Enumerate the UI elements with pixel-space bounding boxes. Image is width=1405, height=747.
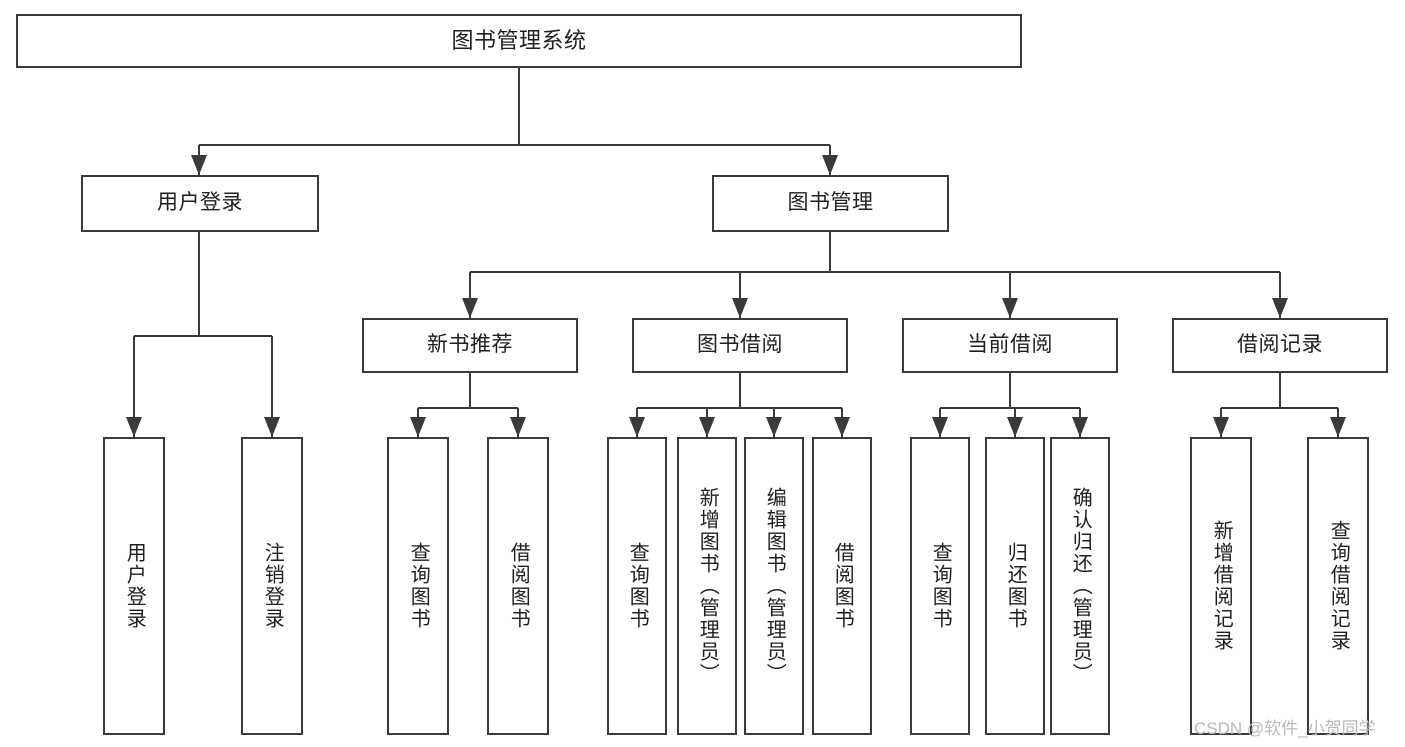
arrowhead-book-management-to-level2-3 [1272,298,1288,318]
node-label-leaf-logout: 注销登录 [261,542,284,630]
node-leaf-user-login[interactable]: 用户登录 [103,437,165,735]
node-label-leaf-user-login: 用户登录 [123,542,146,630]
arrowhead-root-to-level1-1 [822,155,838,175]
arrowhead-book-borrow-to-leaves-1 [699,417,715,437]
arrowhead-book-borrow-to-leaves-3 [834,417,850,437]
node-book-borrow[interactable]: 图书借阅 [632,318,848,373]
node-new-book-recommend[interactable]: 新书推荐 [362,318,578,373]
node-label-leaf-query-book-3: 查询图书 [929,542,952,630]
node-leaf-borrow-book-1[interactable]: 借阅图书 [487,437,549,735]
arrowhead-book-borrow-to-leaves-0 [629,417,645,437]
node-label-user-login: 用户登录 [157,191,243,215]
node-label-book-management: 图书管理 [787,191,874,215]
node-root[interactable]: 图书管理系统 [16,14,1022,68]
arrowhead-borrow-record-to-leaves-1 [1330,417,1346,437]
node-label-leaf-return-book: 归还图书 [1004,542,1027,630]
node-label-leaf-query-book-1: 查询图书 [407,542,430,630]
node-book-management[interactable]: 图书管理 [712,175,949,232]
node-label-leaf-add-book: 新增图书（管理员） [696,487,719,685]
node-label-leaf-edit-book: 编辑图书（管理员） [763,487,786,685]
arrowhead-book-borrow-to-leaves-2 [766,417,782,437]
node-label-leaf-borrow-book-1: 借阅图书 [507,542,530,630]
arrowhead-user-login-to-leaves-0 [126,417,142,437]
arrowhead-current-borrow-to-leaves-1 [1007,417,1023,437]
node-borrow-record[interactable]: 借阅记录 [1172,318,1388,373]
arrowhead-current-borrow-to-leaves-2 [1072,417,1088,437]
node-leaf-return-book[interactable]: 归还图书 [985,437,1045,735]
node-label-current-borrow: 当前借阅 [967,333,1053,357]
node-leaf-query-book-2[interactable]: 查询图书 [607,437,667,735]
node-current-borrow[interactable]: 当前借阅 [902,318,1118,373]
node-leaf-add-book[interactable]: 新增图书（管理员） [677,437,737,735]
node-label-leaf-borrow-book-2: 借阅图书 [831,542,854,630]
node-label-leaf-add-record: 新增借阅记录 [1210,520,1233,652]
arrowhead-book-management-to-level2-0 [462,298,478,318]
node-leaf-query-book-1[interactable]: 查询图书 [387,437,449,735]
node-user-login[interactable]: 用户登录 [81,175,319,232]
node-label-borrow-record: 借阅记录 [1237,333,1323,357]
node-label-leaf-query-book-2: 查询图书 [626,542,649,630]
node-label-book-borrow: 图书借阅 [697,333,783,357]
node-leaf-query-book-3[interactable]: 查询图书 [910,437,970,735]
node-leaf-logout[interactable]: 注销登录 [241,437,303,735]
node-label-leaf-confirm-return: 确认归还（管理员） [1069,487,1092,685]
node-leaf-confirm-return[interactable]: 确认归还（管理员） [1050,437,1110,735]
node-leaf-borrow-book-2[interactable]: 借阅图书 [812,437,872,735]
arrowhead-borrow-record-to-leaves-0 [1213,417,1229,437]
arrowhead-user-login-to-leaves-1 [264,417,280,437]
node-leaf-query-record[interactable]: 查询借阅记录 [1307,437,1369,735]
node-leaf-add-record[interactable]: 新增借阅记录 [1190,437,1252,735]
arrowhead-new-book-recommend-to-leaves-1 [510,417,526,437]
node-label-new-book-recommend: 新书推荐 [427,333,513,357]
node-label-leaf-query-record: 查询借阅记录 [1327,520,1350,652]
node-leaf-edit-book[interactable]: 编辑图书（管理员） [744,437,804,735]
arrowhead-book-management-to-level2-2 [1002,298,1018,318]
node-label-root: 图书管理系统 [451,28,587,54]
arrowhead-root-to-level1-0 [191,155,207,175]
arrowhead-new-book-recommend-to-leaves-0 [410,417,426,437]
arrowhead-book-management-to-level2-1 [732,298,748,318]
arrowhead-current-borrow-to-leaves-0 [932,417,948,437]
